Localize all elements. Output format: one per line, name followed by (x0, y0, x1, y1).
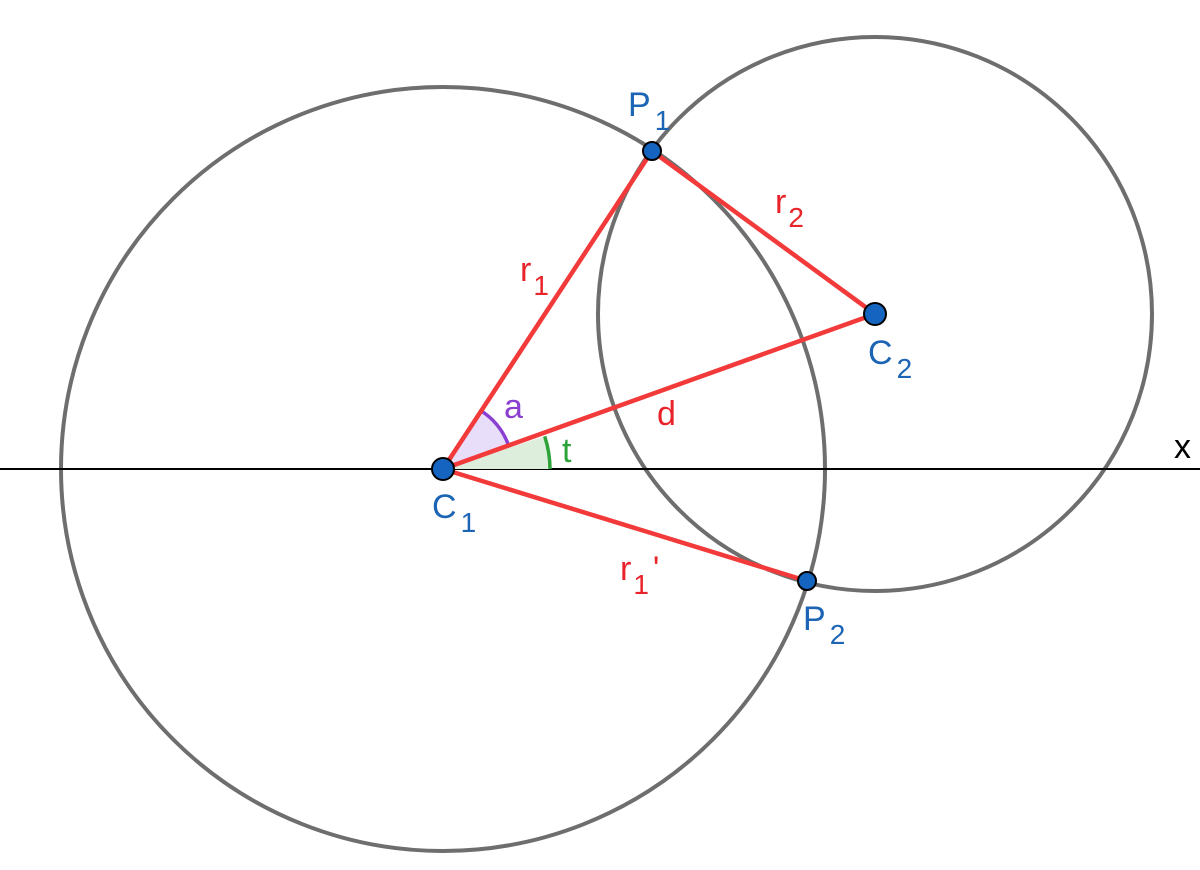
point-c1[interactable] (431, 457, 455, 481)
segment-r2 (649, 148, 878, 317)
point-p1[interactable] (642, 141, 662, 161)
point-c2[interactable] (863, 302, 887, 326)
segment-r1 (440, 148, 655, 472)
circle-c2 (596, 35, 1154, 593)
label-angle-a: a (504, 388, 523, 426)
label-x-axis: x (1174, 428, 1191, 466)
label-r1-prime: r1' (620, 550, 659, 600)
label-angle-t: t (562, 432, 572, 470)
angle-t-arc (543, 435, 552, 470)
label-r2: r2 (775, 183, 804, 233)
segment-d (440, 311, 878, 472)
segment-r1-prime (440, 466, 810, 584)
label-r1: r1 (520, 251, 549, 301)
point-p2[interactable] (797, 571, 817, 591)
angle-a-sector (443, 410, 509, 469)
label-d: d (657, 395, 676, 433)
